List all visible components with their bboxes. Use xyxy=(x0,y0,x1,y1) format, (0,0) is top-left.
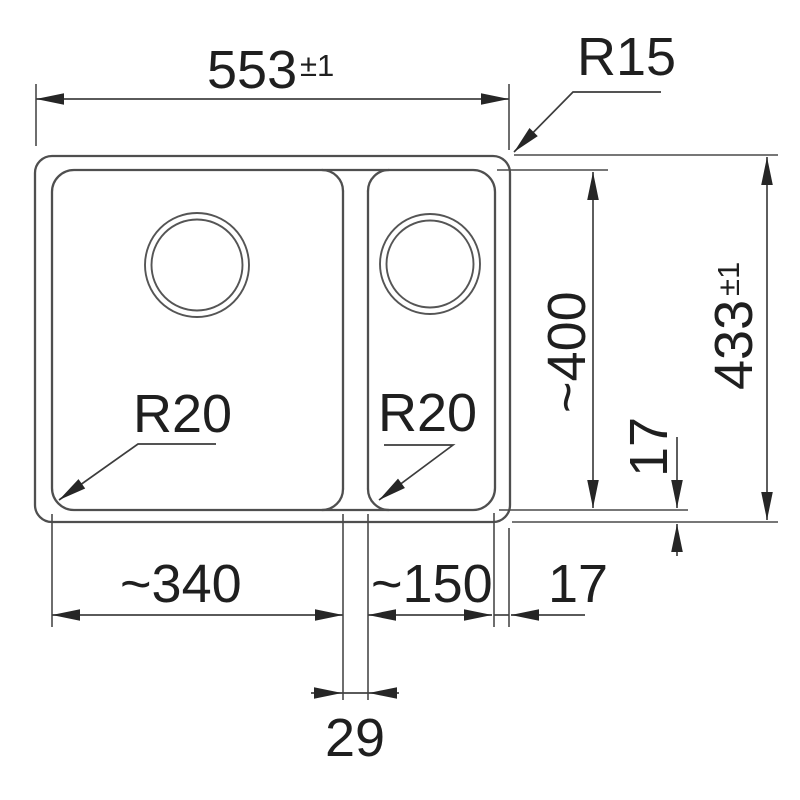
leader-rim-corner-radius xyxy=(513,91,661,153)
bowl-depth-value: ~400 xyxy=(537,291,597,413)
leader-lines xyxy=(58,91,661,501)
bowl-depth-text-group: ~400 xyxy=(537,291,597,413)
overall-depth-text-group: 433 ±1 xyxy=(704,262,764,390)
sink-outer-rim xyxy=(33,154,512,524)
divider-fillet-top-left xyxy=(320,168,345,193)
right-drain-outer-circle xyxy=(379,213,481,315)
dimension-lines xyxy=(36,93,773,699)
right-bowl-radius-label: R20 xyxy=(378,383,477,443)
horizontal-offset-value: 17 xyxy=(548,554,608,614)
sink-outline-group xyxy=(33,154,512,524)
leader-left-bowl-radius xyxy=(58,443,216,501)
overall-depth-value: 433 xyxy=(704,300,764,390)
vertical-offset-text-group: 17 xyxy=(619,417,679,477)
overall-width-tolerance: ±1 xyxy=(300,48,334,83)
right-drain-inner-circle xyxy=(385,219,475,309)
dimension-texts: 553 ±1 R15 433 ±1 ~400 17 ~340 ~150 17 2… xyxy=(120,27,764,768)
overall-depth-tolerance: ±1 xyxy=(711,262,746,296)
left-drain-outer-circle xyxy=(144,212,250,318)
divider-fillet-top-right xyxy=(366,168,391,193)
leader-right-bowl-radius xyxy=(378,444,456,501)
vertical-offset-value: 17 xyxy=(619,417,679,477)
right-bowl-width-value: ~150 xyxy=(371,554,493,614)
left-bowl-radius-label: R20 xyxy=(133,384,232,444)
divider-width-value: 29 xyxy=(325,708,385,768)
divider-fillet-bottom-left xyxy=(320,487,345,512)
overall-width-value: 553 xyxy=(207,40,297,100)
divider-fillet-bottom-right xyxy=(366,487,391,512)
sink-inner-bowl-outline xyxy=(50,168,497,512)
left-bowl-width-value: ~340 xyxy=(120,554,242,614)
rim-corner-radius-label: R15 xyxy=(577,27,676,87)
left-drain-inner-circle xyxy=(150,218,244,312)
extension-lines xyxy=(35,84,778,700)
